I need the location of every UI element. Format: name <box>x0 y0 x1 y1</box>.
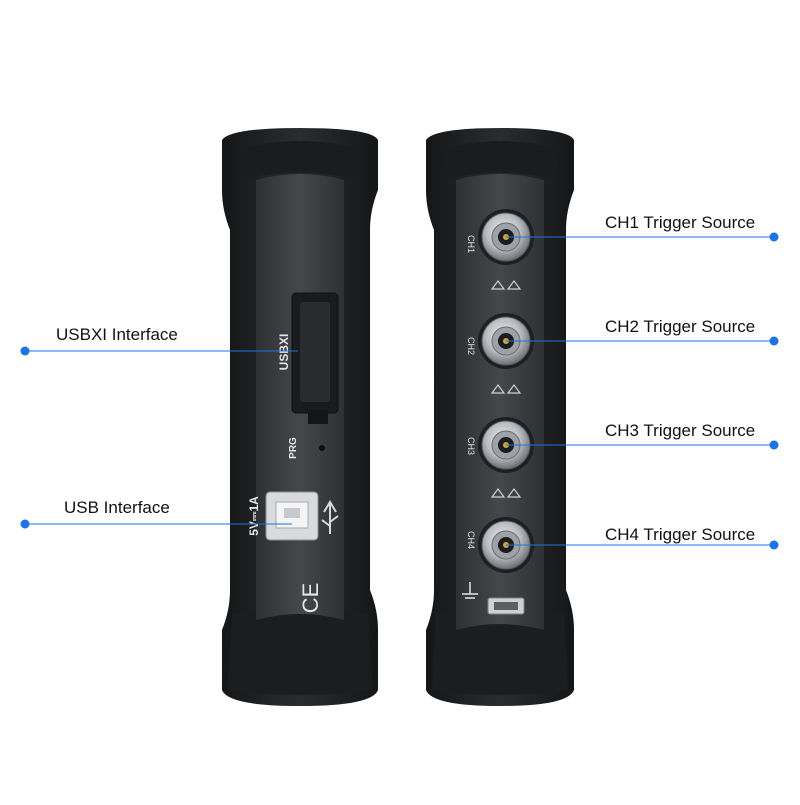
callout-dot-ch4 <box>769 540 779 550</box>
callout-dot-ch1 <box>769 232 779 242</box>
power-rating: 5V⎓1A <box>247 496 261 536</box>
callout-line-ch2 <box>506 336 779 346</box>
callout-dot-usb <box>20 519 30 529</box>
usb-icon <box>321 500 339 534</box>
callout-usbxi-interface: USBXI Interface <box>56 325 178 344</box>
ch3-label: CH3 <box>466 437 476 455</box>
usbxi-label: USBXI <box>277 334 291 371</box>
callout-ch3-trigger: CH3 Trigger Source <box>605 421 756 440</box>
callout-ch1-trigger: CH1 Trigger Source <box>605 213 756 232</box>
callout-line-usbxi <box>20 346 298 356</box>
callout-line-ch3 <box>506 440 779 450</box>
ch4-label: CH4 <box>466 531 476 549</box>
callout-ch4-trigger: CH4 Trigger Source <box>605 525 756 544</box>
callout-lines <box>20 232 779 550</box>
ch1-label: CH1 <box>466 235 476 253</box>
device-right <box>426 128 574 706</box>
ground-icon <box>462 582 478 599</box>
ch2-label: CH2 <box>466 337 476 355</box>
callout-line-ch4 <box>506 540 779 550</box>
callout-dot-usbxi <box>20 346 30 356</box>
callout-dot-ch2 <box>769 336 779 346</box>
callout-ch2-trigger: CH2 Trigger Source <box>605 317 756 336</box>
callout-dot-ch3 <box>769 440 779 450</box>
callout-line-usb <box>20 519 292 529</box>
prg-label: PRG <box>288 437 299 459</box>
ce-mark: CE <box>298 583 323 614</box>
device-left <box>222 128 378 706</box>
callout-usb-interface: USB Interface <box>64 498 170 517</box>
callout-line-ch1 <box>506 232 779 242</box>
